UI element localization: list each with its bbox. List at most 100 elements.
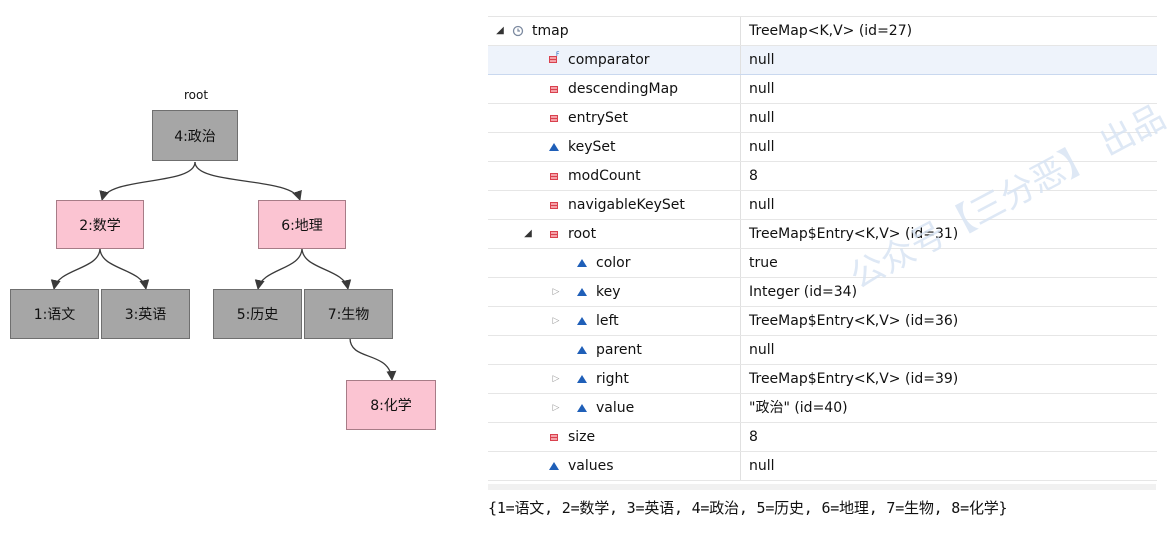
- tree-node-3: 3:英语: [101, 289, 190, 339]
- variable-name-cell: ◢ tmap: [488, 17, 741, 45]
- variable-name: color: [596, 255, 631, 271]
- local-variable-icon: [512, 25, 524, 37]
- default-field-icon: [577, 317, 587, 325]
- red-black-tree-diagram: root 4:政治 2:数学 6:地理 1:语文 3:英语 5:历史 7:生物 …: [0, 0, 470, 543]
- default-field-icon: [577, 346, 587, 354]
- default-field-icon: [577, 288, 587, 296]
- variable-row-root[interactable]: ◢ root TreeMap$Entry<K,V> (id=31): [488, 220, 1157, 249]
- variable-name-cell: ▷ right: [488, 365, 741, 393]
- private-field-icon: [550, 202, 558, 209]
- variable-name: entrySet: [568, 110, 629, 126]
- variable-name: values: [568, 458, 614, 474]
- tree-node-7: 7:生物: [304, 289, 393, 339]
- variable-value: Integer (id=34): [749, 284, 858, 300]
- tree-node-1: 1:语文: [10, 289, 99, 339]
- private-field-icon: [550, 115, 558, 122]
- variable-row-modcount[interactable]: modCount 8: [488, 162, 1157, 191]
- edge-6-to-5: [254, 247, 303, 290]
- variable-name-cell: ◢ root: [488, 220, 741, 248]
- variable-value: null: [749, 342, 775, 358]
- variable-name-cell: values: [488, 452, 741, 480]
- tree-node-5: 5:历史: [213, 289, 302, 339]
- variable-value: null: [749, 139, 775, 155]
- default-field-icon: [549, 462, 559, 470]
- variable-name-cell: ▷ left: [488, 307, 741, 335]
- expand-toggle-icon[interactable]: ▷: [552, 403, 560, 413]
- variable-row-right[interactable]: ▷ right TreeMap$Entry<K,V> (id=39): [488, 365, 1157, 394]
- expand-toggle-icon[interactable]: ▷: [552, 316, 560, 326]
- console-separator: [488, 484, 1156, 490]
- expand-toggle-icon[interactable]: ▷: [552, 287, 560, 297]
- variable-row-key[interactable]: ▷key Integer (id=34): [488, 278, 1157, 307]
- edge-4-to-2: [99, 161, 196, 201]
- variable-row-descendingmap[interactable]: descendingMap null: [488, 75, 1157, 104]
- edge-2-to-1: [50, 247, 101, 290]
- collapse-toggle-icon[interactable]: ◢: [496, 25, 504, 36]
- variable-name-cell: color: [488, 249, 741, 277]
- private-final-field-icon: F: [549, 51, 560, 63]
- default-field-icon: [577, 259, 587, 267]
- edge-6-to-7: [301, 247, 352, 290]
- variable-name-cell: navigableKeySet: [488, 191, 741, 219]
- expand-toggle-icon[interactable]: ▷: [552, 374, 560, 384]
- private-field-icon: [550, 86, 558, 93]
- tree-node-4: 4:政治: [152, 110, 238, 161]
- variable-name: navigableKeySet: [568, 197, 685, 213]
- svg-text:F: F: [556, 51, 560, 58]
- console-output-line: {1=语文, 2=数学, 3=英语, 4=政治, 5=历史, 6=地理, 7=生…: [488, 499, 1008, 517]
- variable-row-keyset[interactable]: keySet null: [488, 133, 1157, 162]
- variable-name-cell: ▷key: [488, 278, 741, 306]
- variable-name-cell: entrySet: [488, 104, 741, 132]
- variable-name: root: [568, 226, 597, 242]
- tree-edges: [50, 161, 397, 381]
- variable-name: comparator: [568, 52, 650, 68]
- collapse-toggle-icon[interactable]: ◢: [524, 228, 532, 239]
- tree-node-2: 2:数学: [56, 200, 144, 249]
- private-field-icon: [550, 434, 558, 441]
- default-field-icon: [577, 375, 587, 383]
- variable-name: keySet: [568, 139, 616, 155]
- variable-name: right: [596, 371, 629, 387]
- edge-2-to-3: [99, 247, 150, 290]
- private-field-icon: [550, 231, 558, 238]
- variable-row-tmap[interactable]: ◢ tmap TreeMap<K,V> (id=27): [488, 17, 1157, 46]
- variable-value: TreeMap<K,V> (id=27): [749, 23, 913, 39]
- variable-value: null: [749, 197, 775, 213]
- tree-node-8: 8:化学: [346, 380, 436, 430]
- default-field-icon: [577, 404, 587, 412]
- variable-name-cell: modCount: [488, 162, 741, 190]
- variable-row-values[interactable]: values null: [488, 452, 1157, 481]
- edge-7-to-8: [349, 337, 397, 381]
- variable-name: value: [596, 400, 635, 416]
- variable-value: true: [749, 255, 778, 271]
- variable-value: TreeMap$Entry<K,V> (id=39): [749, 371, 959, 387]
- variable-row-left[interactable]: ▷ left TreeMap$Entry<K,V> (id=36): [488, 307, 1157, 336]
- variable-name: descendingMap: [568, 81, 679, 97]
- tree-node-6: 6:地理: [258, 200, 346, 249]
- variable-row-navigablekeyset[interactable]: navigableKeySet null: [488, 191, 1157, 220]
- variable-name-cell: ▷ value: [488, 394, 741, 422]
- variable-value: null: [749, 110, 775, 126]
- variable-value: 8: [749, 168, 758, 184]
- variable-value: 8: [749, 429, 758, 445]
- root-caption: root: [183, 88, 209, 102]
- variable-name-cell: parent: [488, 336, 741, 364]
- variable-value: null: [749, 458, 775, 474]
- edge-4-to-6: [194, 161, 302, 201]
- variable-row-value[interactable]: ▷value"政治" (id=40): [488, 394, 1157, 423]
- variable-name: tmap: [532, 23, 569, 39]
- variable-value: TreeMap$Entry<K,V> (id=36): [749, 313, 959, 329]
- variable-name: parent: [596, 342, 642, 358]
- variable-row-parent[interactable]: parent null: [488, 336, 1157, 365]
- variable-value: TreeMap$Entry<K,V> (id=31): [749, 226, 959, 242]
- private-field-icon: [550, 173, 558, 180]
- variable-row-entryset[interactable]: entrySet null: [488, 104, 1157, 133]
- variable-name-cell: keySet: [488, 133, 741, 161]
- variable-value: null: [749, 81, 775, 97]
- variable-row-color[interactable]: color true: [488, 249, 1157, 278]
- variable-name: left: [596, 313, 619, 329]
